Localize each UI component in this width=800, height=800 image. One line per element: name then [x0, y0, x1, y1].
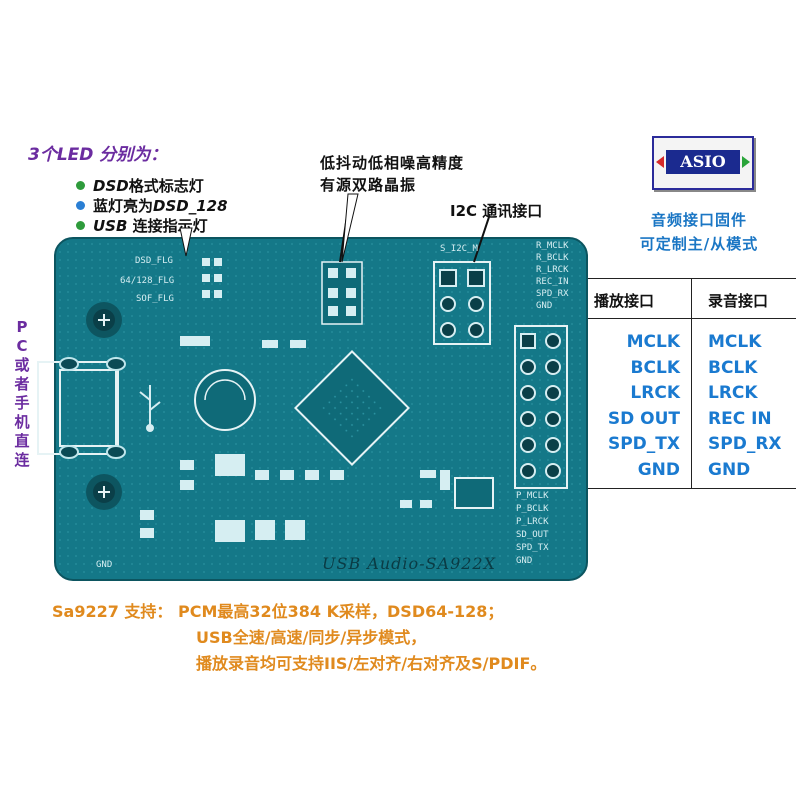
- led-legend-item-dsd: DSD格式标志灯: [76, 175, 204, 196]
- playback-port: SD OUT: [607, 408, 680, 429]
- blue-dot-icon: [76, 201, 85, 210]
- led-legend-item-dsd128: 蓝灯亮为DSD_128: [76, 195, 228, 216]
- crystal-oscillator: [321, 261, 363, 325]
- silk-record-pins: R_MCLK R_BCLK R_LRCK REC_IN SPD_RX GND: [536, 241, 569, 311]
- small-components: [140, 336, 450, 542]
- record-port: LRCK: [708, 383, 758, 403]
- footer-line-1: Sa9227 支持： PCM最高32位384 K采样，DSD64-128；: [52, 602, 504, 621]
- playback-port: GND: [637, 459, 680, 480]
- led-legend-title: 3个LED 分别为：: [28, 145, 168, 165]
- led-pointer-arrow: [179, 227, 193, 257]
- silk-sof-flg: SOF_FLG: [136, 294, 174, 304]
- record-port: MCLK: [708, 332, 762, 352]
- led-group: [202, 258, 222, 298]
- red-arrow-icon: [656, 156, 664, 168]
- oscillator-note: 低抖动低相噪高精度 有源双路晶振: [320, 154, 465, 194]
- silk-64-128-flg: 64/128_FLG: [120, 276, 175, 286]
- record-port: REC IN: [708, 408, 772, 429]
- green-arrow-icon: [742, 156, 750, 168]
- footer-line-3: 播放录音均可支持IIS/左对齐/右对齐及S/PDIF。: [196, 654, 547, 673]
- green-dot-icon: [76, 181, 85, 190]
- mounting-hole-bottom: [86, 474, 122, 510]
- asio-logo: ASIO: [652, 136, 754, 190]
- silk-gnd: GND: [96, 560, 113, 570]
- playback-port: MCLK: [626, 332, 680, 352]
- pc-direct-connect-label: PC或者手机直连: [14, 318, 30, 469]
- record-port: BCLK: [708, 357, 758, 378]
- table-bottom-rule: [586, 488, 796, 489]
- regulator-chip: [454, 477, 494, 509]
- green-dot-icon: [76, 221, 85, 230]
- silk-playback-pins: P_MCLK P_BCLK P_LRCK SD_OUT SPD_TX GND: [516, 491, 549, 566]
- osc-pointer-arrow: [341, 193, 359, 263]
- table-divider: [691, 278, 692, 488]
- board-title: USB Audio-SA922X: [322, 554, 496, 573]
- main-chip: [294, 350, 410, 466]
- capacitor: [194, 369, 256, 431]
- playback-column: MCLK BCLK LRCK SD OUT SPD_TX GND: [586, 332, 680, 485]
- record-column: MCLK BCLK LRCK REC IN SPD_RX GND: [708, 332, 798, 485]
- playback-port: LRCK: [630, 383, 680, 403]
- record-port: SPD_RX: [708, 434, 782, 454]
- table-header-playback: 播放接口: [594, 292, 655, 310]
- table-header-record: 录音接口: [708, 292, 769, 310]
- record-port: GND: [708, 459, 751, 480]
- i2c-header: [433, 261, 491, 345]
- audio-header: [514, 325, 568, 489]
- asio-logo-text: ASIO: [666, 150, 740, 174]
- mounting-hole-top: [86, 302, 122, 338]
- i2c-note: I2C 通讯接口: [450, 202, 543, 220]
- footer-line-2: USB全速/高速/同步/异步模式，: [196, 628, 427, 647]
- usb-symbol-icon: [139, 385, 161, 432]
- silk-dsd-flg: DSD_FLG: [135, 256, 173, 266]
- playback-port: BCLK: [630, 357, 680, 378]
- playback-port: SPD_TX: [607, 434, 680, 454]
- silk-i2c: S_I2C_M: [440, 244, 478, 254]
- firmware-note: 音频接口固件 可定制主/从模式: [639, 211, 759, 253]
- usb-pads: [59, 357, 126, 459]
